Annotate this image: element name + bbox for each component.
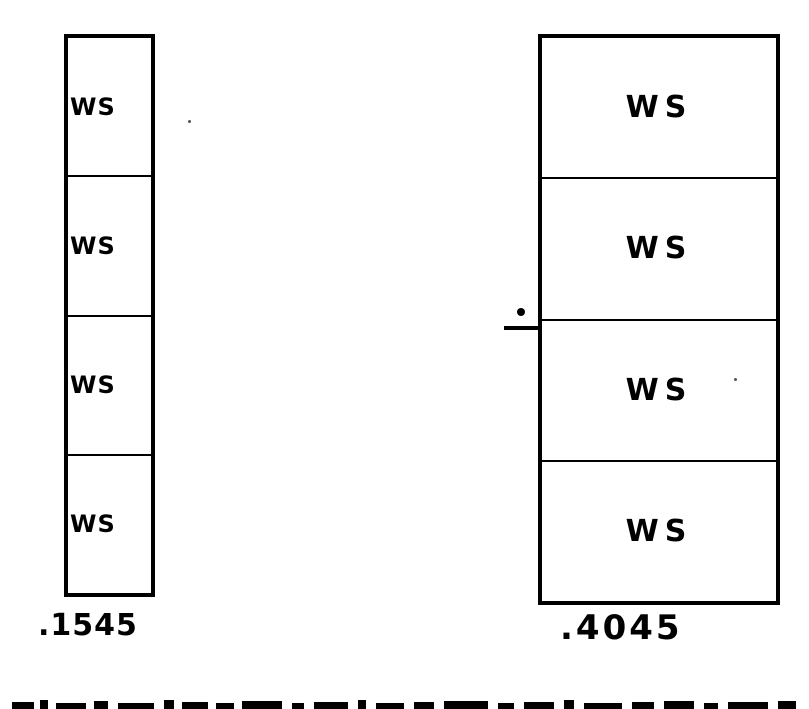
right-cell-2: WS — [542, 177, 776, 318]
right-value-label: .4045 — [560, 608, 683, 648]
right-cell-3: WS — [542, 318, 776, 460]
left-cell-3: WS — [68, 314, 151, 454]
left-stack: WS WS WS WS — [64, 34, 155, 597]
left-cell-2: WS — [68, 175, 151, 314]
left-value-label: .1545 — [38, 608, 138, 643]
stray-speck — [734, 378, 737, 381]
cut-off-text-fragment — [12, 700, 796, 709]
right-cell-4: WS — [542, 459, 776, 601]
left-cell-1: WS — [70, 92, 116, 121]
left-cell-4: WS — [68, 453, 151, 593]
stray-speck — [188, 120, 191, 123]
right-cell-1: WS — [625, 90, 693, 126]
divide-sign-icon — [504, 308, 538, 330]
right-stack: WS WS WS WS — [538, 34, 780, 605]
